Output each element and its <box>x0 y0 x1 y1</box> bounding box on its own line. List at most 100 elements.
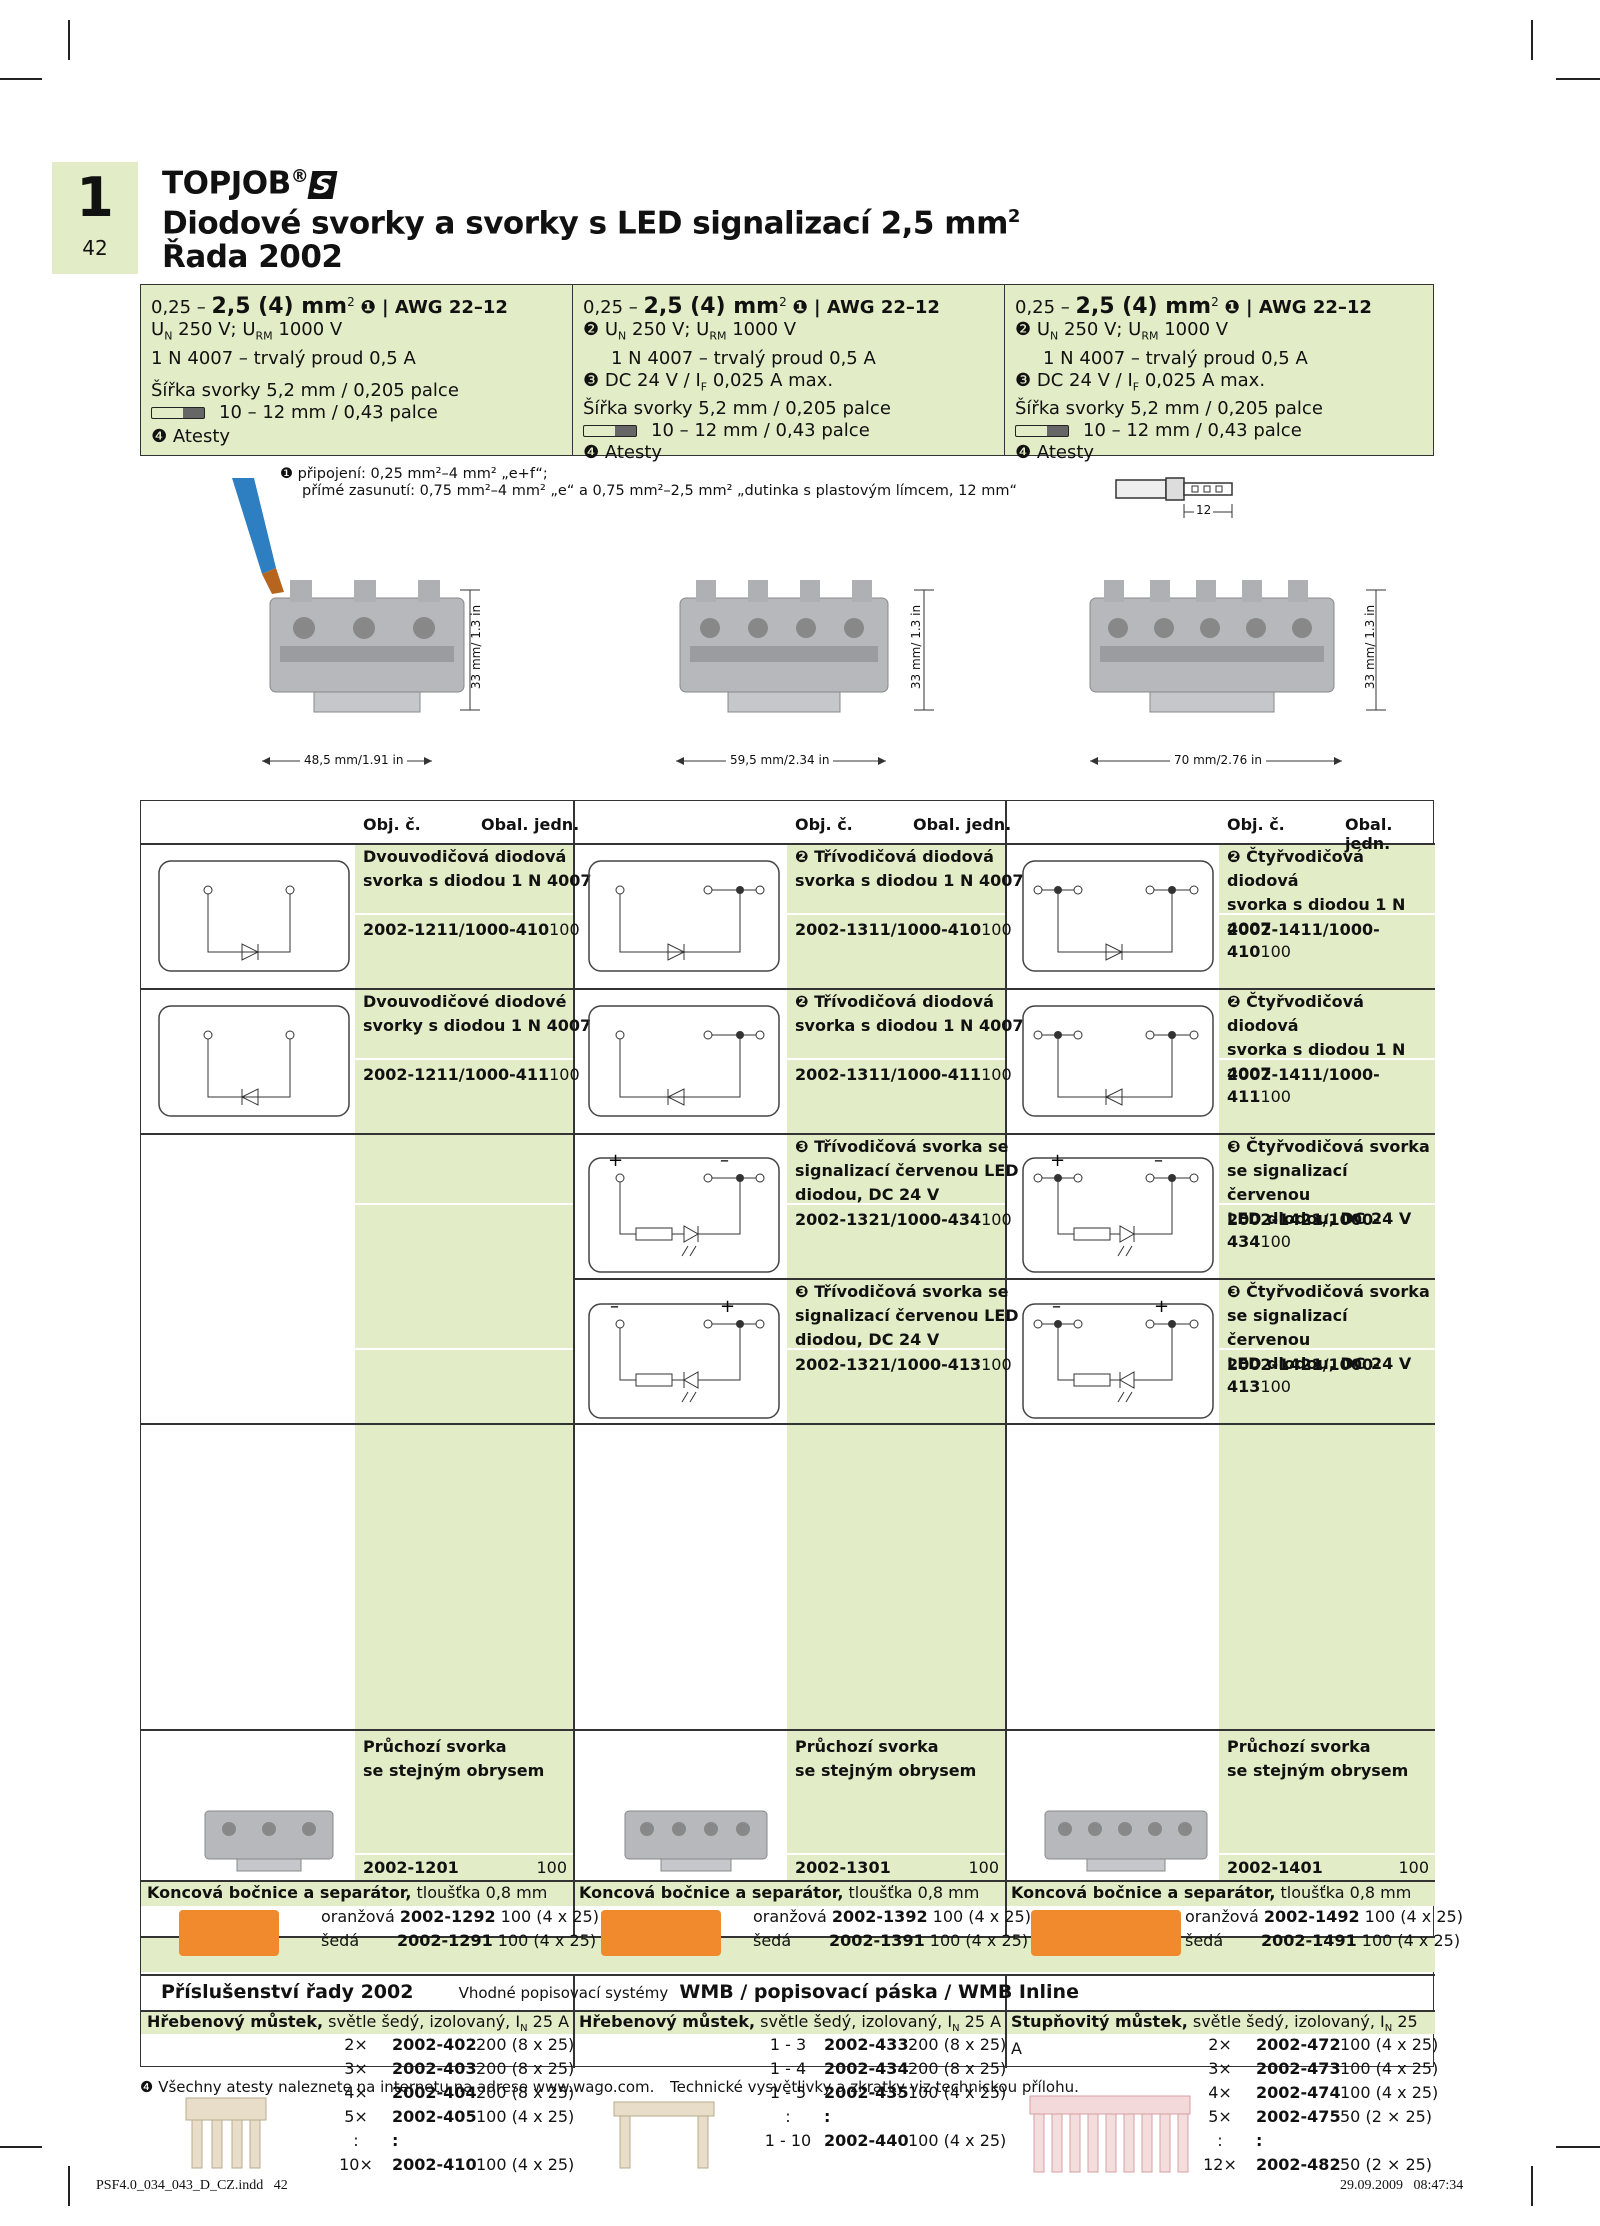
bridge-code: 2002-482 <box>1256 2155 1341 2174</box>
endplate-row: oranžová 2002-1392 100 (4 x 25) <box>753 1907 1031 1926</box>
svg-text:+: + <box>608 1150 623 1171</box>
bridge-code: 2002-410 <box>392 2155 477 2174</box>
bridge-qty: 200 (8 x 25) <box>476 2035 575 2054</box>
section-tab: 1 42 <box>52 162 138 274</box>
bridge-row: 5×2002-405100 (4 x 25) <box>320 2105 574 2129</box>
bridge-qty: 200 (8 x 25) <box>908 2059 1007 2078</box>
col-header-obal: Obal. jedn. <box>481 815 580 834</box>
spec-wire-range: 0,25 – 2,5 (4) mm2 ❶ | AWG 22–12 <box>1015 294 1372 319</box>
column-divider <box>573 1880 575 1936</box>
crop-mark <box>1556 78 1600 80</box>
passthrough-image-3 <box>1044 1810 1208 1872</box>
cell-separator <box>787 913 1005 915</box>
bridge-poles: 4× <box>1208 2083 1232 2102</box>
bridge-image-step <box>1029 2095 1191 2173</box>
bridge-row: 3×2002-473100 (4 x 25) <box>1184 2057 1438 2081</box>
green-fill <box>141 2010 1435 2034</box>
spec-wire-range: 0,25 – 2,5 (4) mm2 ❶ | AWG 22–12 <box>583 294 940 319</box>
row-divider <box>141 1974 1435 1976</box>
cell-separator <box>787 1058 1005 1060</box>
height-label-1: 33 mm/ 1.3 in <box>469 604 483 690</box>
bridge-row: 2×2002-402200 (8 x 25) <box>320 2033 575 2057</box>
strip-wire-icon <box>151 406 205 419</box>
bridge-row: :: <box>320 2129 572 2153</box>
crop-mark <box>1531 2166 1533 2206</box>
height-dimension-2 <box>914 589 934 711</box>
column-divider <box>1005 1880 1007 1936</box>
spec-approvals: ❹ Atesty <box>1015 442 1095 464</box>
section-number: 1 <box>76 166 114 229</box>
column-divider <box>573 1974 575 2068</box>
row-divider <box>141 988 1435 990</box>
spec-width: Šířka svorky 5,2 mm / 0,205 palce <box>1015 398 1323 420</box>
schematic-3wire-led-rev: –+ <box>588 1296 780 1419</box>
bridge-qty: 200 (8 x 25) <box>476 2083 575 2102</box>
bridge-image-comb <box>185 2097 267 2169</box>
crop-mark <box>68 2166 70 2206</box>
bridge-poles: 1 - 3 <box>769 2035 807 2054</box>
crop-mark <box>68 20 70 60</box>
row-divider <box>141 1423 1435 1425</box>
ferrule-dimension: 12 <box>1194 503 1214 517</box>
product-code: 2002-1211/1000-410100 <box>363 920 580 939</box>
height-dimension-3 <box>1366 589 1386 711</box>
bridge-poles: : <box>785 2107 791 2126</box>
bridge-row: 2×2002-472100 (4 x 25) <box>1184 2033 1438 2057</box>
spec-diode: 1 N 4007 – trvalý proud 0,5 A <box>611 347 876 369</box>
bridge-code: 2002-474 <box>1256 2083 1341 2102</box>
width-label-2: 59,5 mm/2.34 in <box>726 753 834 767</box>
spec-voltage: ❷ UN 250 V; URM 1000 V <box>1015 319 1229 343</box>
spec-voltage: UN 250 V; URM 1000 V <box>151 319 343 343</box>
col-header-obj: Obj. č. <box>1227 815 1285 834</box>
cell-separator <box>787 1853 1005 1855</box>
product-image-3-wire <box>679 580 889 713</box>
col-header-obal: Obal. jedn. <box>913 815 1012 834</box>
height-label-2: 33 mm/ 1.3 in <box>909 604 923 690</box>
spec-diode: 1 N 4007 – trvalý proud 0,5 A <box>151 347 416 369</box>
bridge-poles: : <box>353 2131 359 2150</box>
col-header-obj: Obj. č. <box>363 815 421 834</box>
svg-text:+: + <box>1050 1150 1065 1171</box>
crop-mark <box>0 78 42 80</box>
cell-separator <box>1219 1058 1435 1060</box>
bridge-row: 4×2002-474100 (4 x 25) <box>1184 2081 1438 2105</box>
cell-separator <box>355 1853 573 1855</box>
green-fill <box>1219 843 1435 1880</box>
ferrule-icon <box>1115 477 1233 518</box>
cell-separator <box>355 1058 573 1060</box>
bridge-code: : <box>824 2107 831 2126</box>
spec-led: ❸ DC 24 V / IF 0,025 A max. <box>1015 369 1266 394</box>
connection-note: ❶ připojení: 0,25 mm²–4 mm² „e+f“; přímé… <box>280 466 1040 500</box>
technical-footnote: Technické vysvětlivky a zkratky viz tech… <box>670 2078 1079 2096</box>
bridge-row: 4×2002-404200 (8 x 25) <box>320 2081 575 2105</box>
column-divider <box>1005 801 1007 1880</box>
spec-voltage: ❷ UN 250 V; URM 1000 V <box>583 319 797 343</box>
width-label-1: 48,5 mm/1.91 in <box>300 753 408 767</box>
row-divider <box>141 1936 1435 1938</box>
bridge-row: 12×2002-48250 (2 × 25) <box>1184 2153 1434 2177</box>
brand-title: TOPJOB®S <box>162 158 338 202</box>
bridge-qty: 200 (8 x 25) <box>908 2035 1007 2054</box>
bridge-qty: 50 (2 × 25) <box>1340 2155 1433 2174</box>
bridge-poles: 2× <box>344 2035 368 2054</box>
wire-illustration <box>232 478 284 594</box>
column-divider <box>1005 1974 1007 2068</box>
bridge-code: 2002-472 <box>1256 2035 1341 2054</box>
bridge-code: 2002-475 <box>1256 2107 1341 2126</box>
cell-separator <box>787 1203 1005 1205</box>
brand-name: TOPJOB <box>162 165 291 202</box>
endplate-title: Koncová bočnice a separátor, tloušťka 0,… <box>579 1883 980 1902</box>
bridge-qty: 50 (2 × 25) <box>1340 2107 1433 2126</box>
